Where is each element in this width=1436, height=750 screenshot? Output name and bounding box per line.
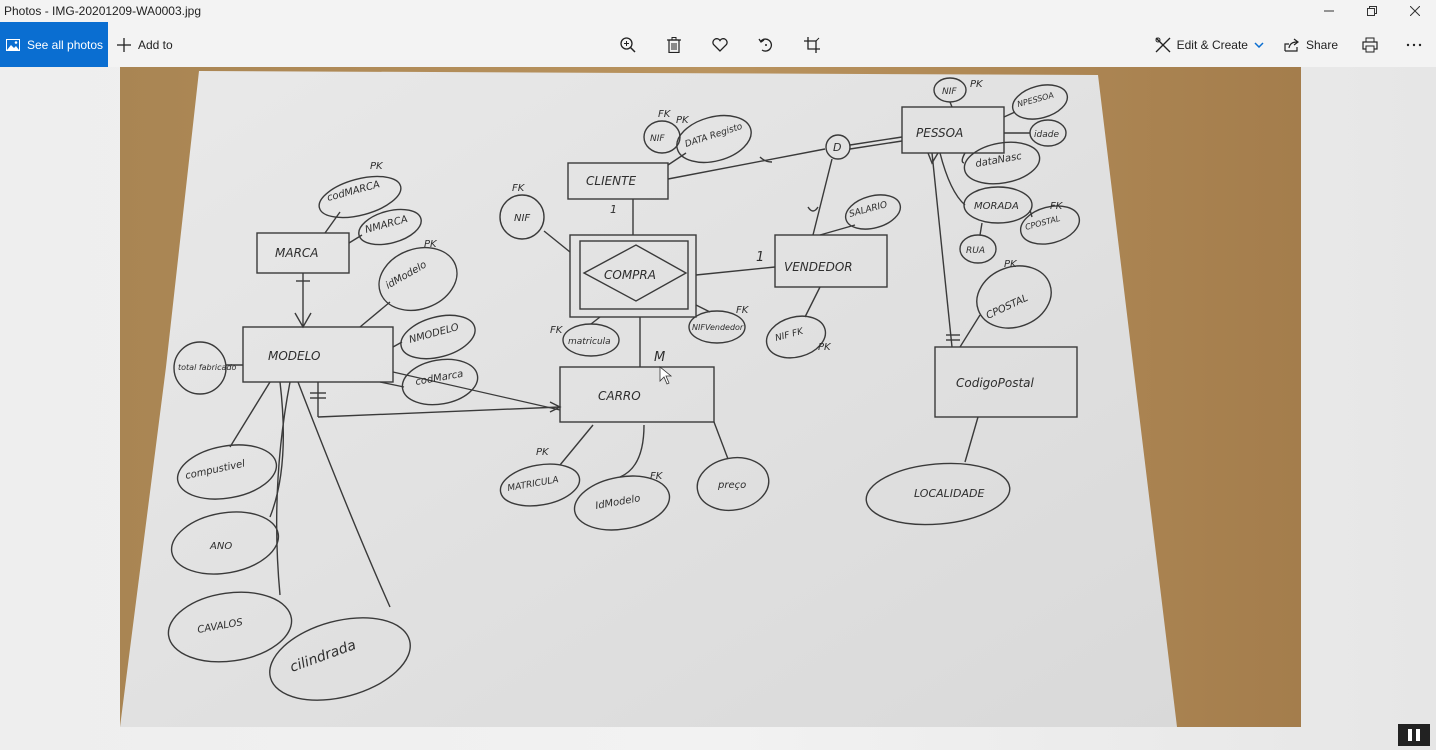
label-codigo-postal: CodigoPostal xyxy=(956,376,1035,390)
pause-icon xyxy=(1408,729,1412,741)
entity-pessoa xyxy=(901,106,1005,154)
mouse-cursor-icon xyxy=(659,366,673,385)
window-title: Photos - IMG-20201209-WA0003.jpg xyxy=(4,4,201,18)
fk-marker: FK xyxy=(736,305,750,316)
cardinality-many: M xyxy=(654,350,665,365)
entity-vendedor xyxy=(774,234,888,288)
attr-nif-cliente-pk: NIF xyxy=(650,134,665,144)
pause-button[interactable] xyxy=(1398,724,1430,746)
entity-carro xyxy=(559,366,715,423)
pk-marker: PK xyxy=(536,447,550,458)
photo-image: MARCA MODELO CLIENTE COMPRA VENDEDOR CAR… xyxy=(120,67,1301,727)
see-all-photos-label: See all photos xyxy=(27,37,104,52)
attr-nif-vendedor: NIFVendedor xyxy=(692,323,744,332)
fk-marker: FK xyxy=(1050,201,1064,212)
attr-morada: MORADA xyxy=(974,201,1019,212)
print-button[interactable] xyxy=(1348,22,1392,67)
label-cliente: CLIENTE xyxy=(586,174,636,188)
trash-icon xyxy=(667,36,681,53)
delete-button[interactable] xyxy=(651,22,697,67)
fk-marker: FK xyxy=(650,471,664,482)
heart-icon xyxy=(712,37,728,52)
share-icon xyxy=(1284,38,1299,52)
entity-compra-inner xyxy=(579,240,689,310)
attr-ano: ANO xyxy=(209,541,232,552)
window-controls xyxy=(1307,0,1436,22)
label-pessoa: PESSOA xyxy=(916,126,963,140)
label-marca: MARCA xyxy=(275,246,319,260)
er-diagram-photo: MARCA MODELO CLIENTE COMPRA VENDEDOR CAR… xyxy=(120,67,1301,727)
entity-codigo-postal xyxy=(934,346,1078,418)
restore-icon xyxy=(1366,6,1377,16)
pk-marker: PK xyxy=(370,161,384,172)
label-vendedor: VENDEDOR xyxy=(784,260,853,274)
cardinality-one: 1 xyxy=(610,203,617,216)
crop-button[interactable] xyxy=(789,22,835,67)
edit-create-icon xyxy=(1155,37,1171,52)
restore-button[interactable] xyxy=(1350,0,1393,22)
right-tools: Edit & Create Share xyxy=(1145,22,1436,67)
see-all-photos-button[interactable]: See all photos xyxy=(0,22,108,67)
favorite-button[interactable] xyxy=(697,22,743,67)
fk-marker: FK xyxy=(512,183,526,194)
attr-idade: idade xyxy=(1034,130,1059,140)
label-compra: COMPRA xyxy=(604,268,656,282)
disjoint-circle xyxy=(825,134,851,160)
more-icon xyxy=(1406,43,1422,46)
image-tools xyxy=(605,22,835,67)
add-to-label: Add to xyxy=(138,37,173,52)
relationship-compra xyxy=(582,244,688,302)
pk-marker: PK xyxy=(676,115,690,126)
share-label: Share xyxy=(1305,37,1338,52)
chevron-down-icon xyxy=(1254,41,1264,48)
photo-viewer[interactable]: MARCA MODELO CLIENTE COMPRA VENDEDOR CAR… xyxy=(0,67,1436,750)
photos-icon xyxy=(6,38,20,51)
disjoint-marker: D xyxy=(833,141,841,154)
fk-marker: FK xyxy=(658,109,672,120)
attr-matricula-fk: matricula xyxy=(568,337,611,347)
pk-marker: PK xyxy=(424,239,438,250)
pk-marker: PK xyxy=(818,342,832,353)
attr-nif-pessoa: NIF xyxy=(942,87,957,97)
printer-icon xyxy=(1362,37,1378,52)
title-bar: Photos - IMG-20201209-WA0003.jpg xyxy=(0,0,1436,22)
attr-localidade: LOCALIDADE xyxy=(914,487,984,500)
minimize-button[interactable] xyxy=(1307,0,1350,22)
edit-create-label: Edit & Create xyxy=(1176,37,1248,52)
pk-marker: PK xyxy=(1004,259,1018,270)
pk-marker: PK xyxy=(970,79,984,90)
cardinality-one: 1 xyxy=(756,250,764,265)
rotate-button[interactable] xyxy=(743,22,789,67)
attr-preco: preço xyxy=(717,480,746,491)
paper-sheet xyxy=(120,71,1177,727)
close-icon xyxy=(1409,6,1420,16)
rotate-icon xyxy=(758,37,773,52)
plus-icon xyxy=(117,37,131,52)
entity-cliente xyxy=(567,162,669,200)
attr-total-fabricado: total fabricado xyxy=(178,363,237,372)
fk-marker: FK xyxy=(550,325,564,336)
toolbar: See all photos Add to xyxy=(0,22,1436,67)
close-button[interactable] xyxy=(1393,0,1436,22)
add-to-button[interactable]: Add to xyxy=(117,22,173,67)
label-carro: CARRO xyxy=(598,389,641,403)
more-options-button[interactable] xyxy=(1392,22,1436,67)
attr-nif-cliente: NIF xyxy=(514,213,530,224)
zoom-button[interactable] xyxy=(605,22,651,67)
attr-rua: RUA xyxy=(966,246,985,256)
share-button[interactable]: Share xyxy=(1274,22,1348,67)
diagram-drawing xyxy=(167,77,1081,701)
zoom-in-icon xyxy=(620,36,636,53)
crop-icon xyxy=(804,36,820,53)
edit-create-button[interactable]: Edit & Create xyxy=(1145,22,1274,67)
label-modelo: MODELO xyxy=(268,349,320,363)
minimize-icon xyxy=(1323,10,1334,12)
